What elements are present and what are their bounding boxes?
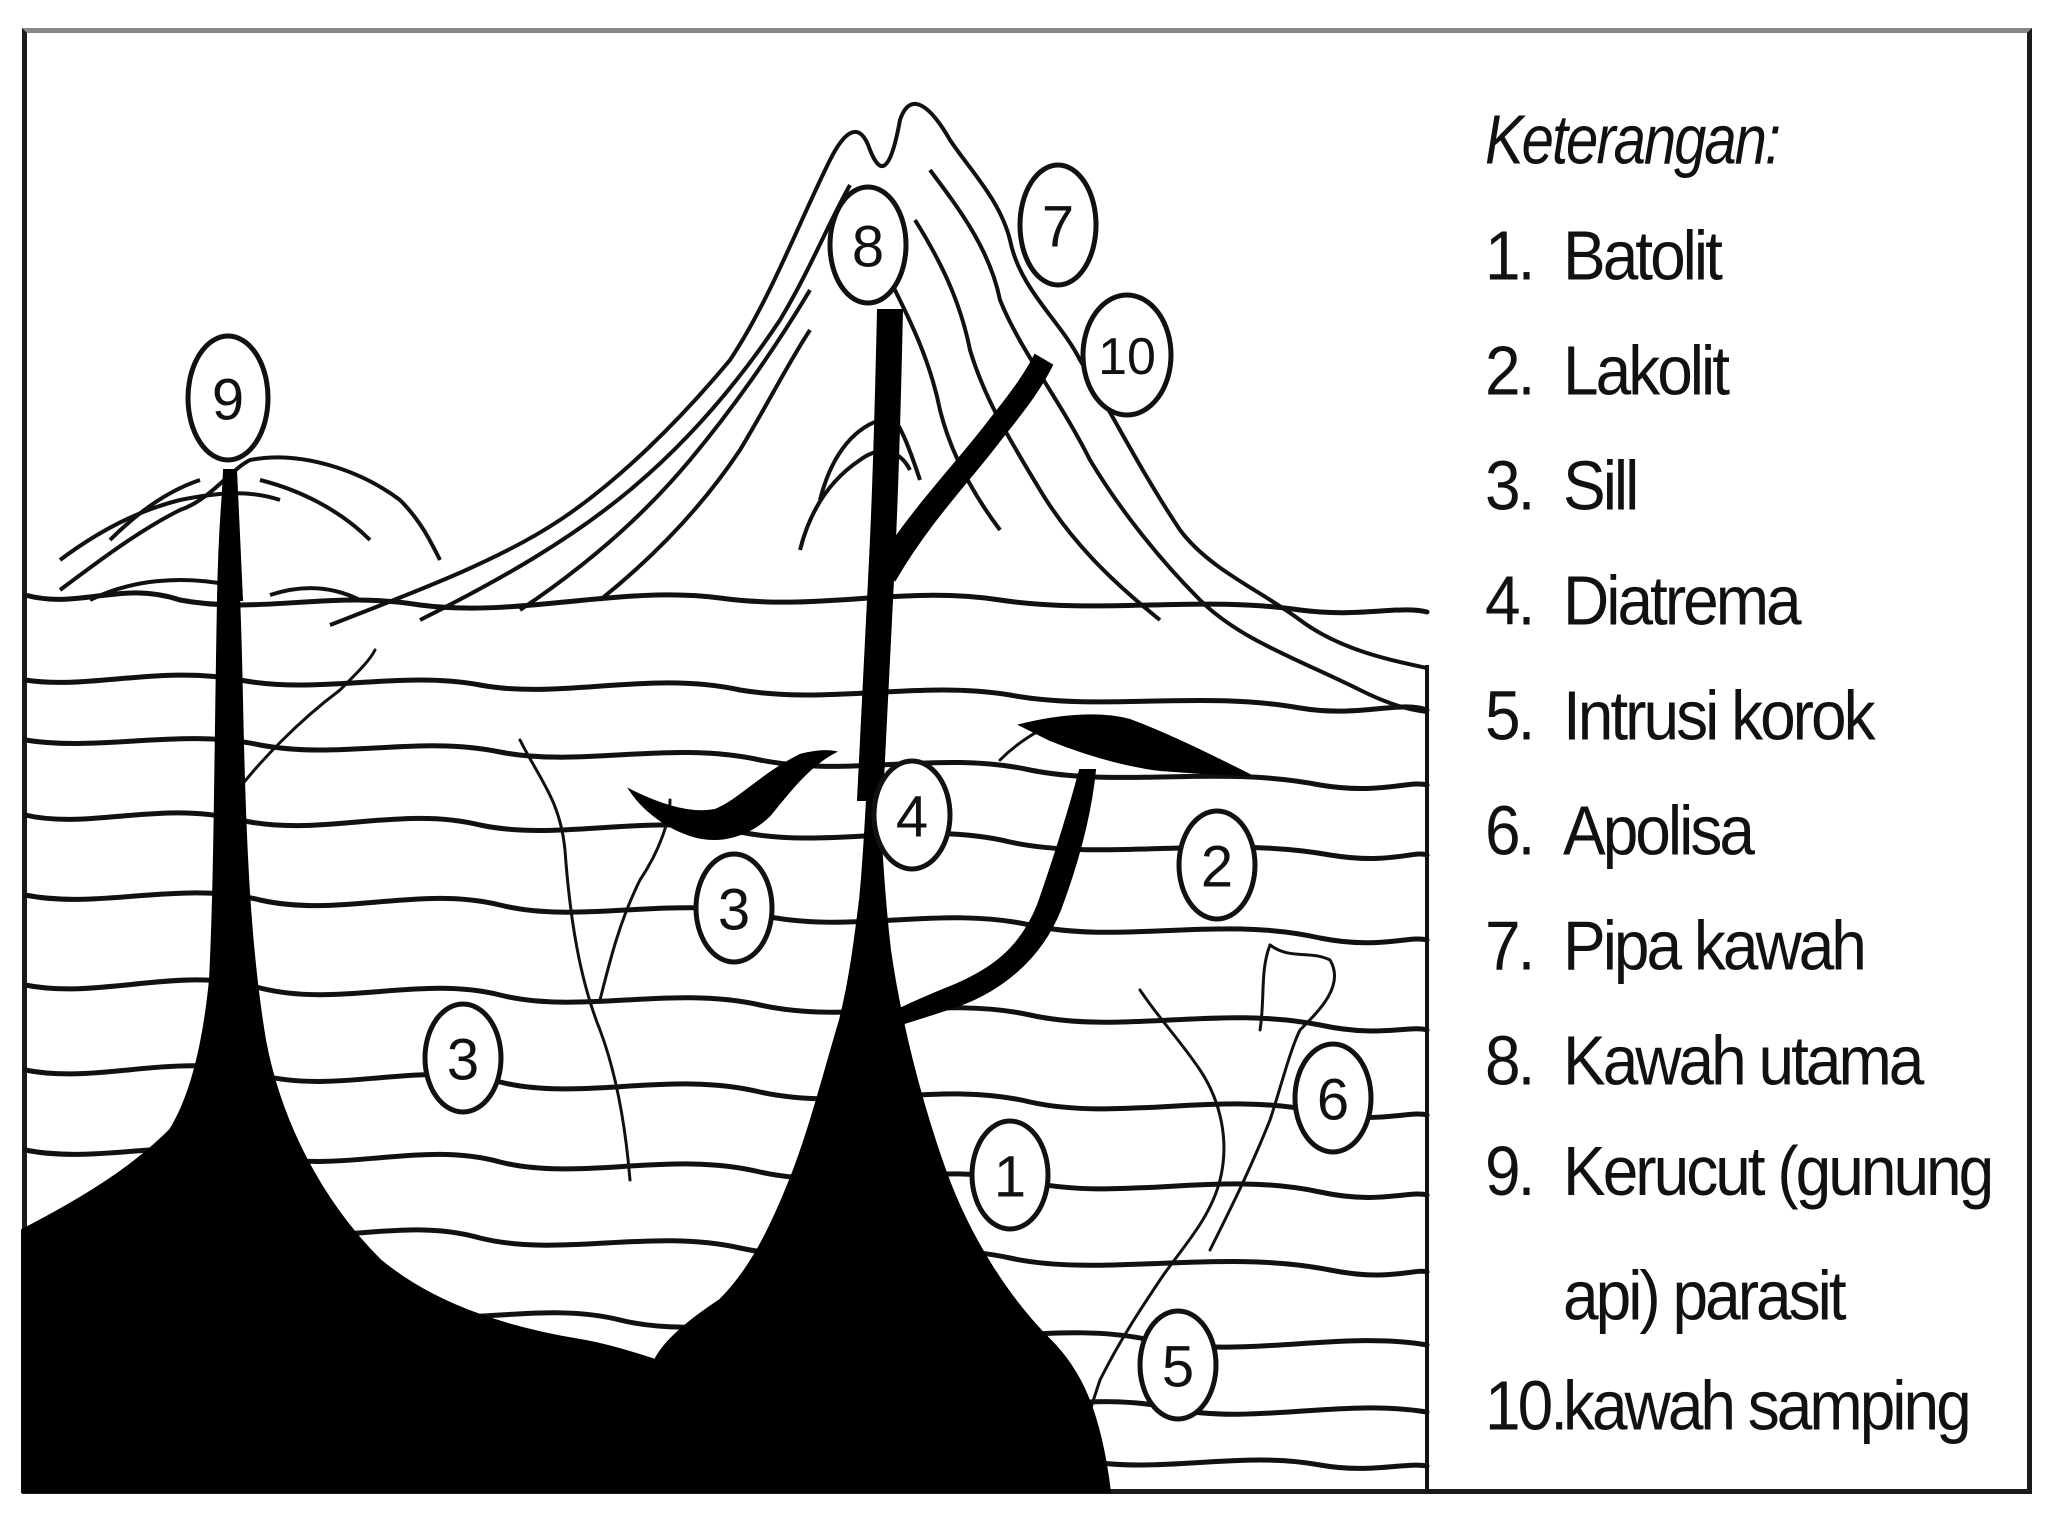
callout-2: 2 — [1176, 808, 1258, 922]
callout-3-upper: 3 — [693, 851, 775, 965]
legend-item-label: Lakolit — [1563, 332, 1730, 410]
magma-bodies — [21, 309, 1251, 1493]
legend-item: 10.kawah samping — [1485, 1344, 2025, 1468]
legend-item: 1. Batolit — [1485, 194, 2025, 318]
callout-10-label: 10 — [1098, 328, 1156, 386]
laccolith — [1017, 714, 1251, 776]
laccolith-feeder — [876, 769, 1097, 1032]
callout-6-label: 6 — [1317, 1068, 1349, 1133]
legend-item-label: Intrusi korok — [1563, 677, 1876, 755]
legend-item-number: 8. — [1485, 1022, 1535, 1100]
legend: Keterangan: 1. Batolit 2. Lakolit 3. Sill 4… — [1485, 100, 2025, 1464]
legend-item-label: Diatrema — [1563, 562, 1802, 640]
callout-3-upper-label: 3 — [718, 878, 750, 943]
parasitic-conduit — [216, 469, 244, 601]
legend-item: 6. Apolisa — [1485, 769, 2025, 893]
legend-item-label: Kawah utama — [1563, 1022, 1924, 1100]
legend-item-number: 5. — [1485, 677, 1535, 755]
callout-10: 10 — [1080, 292, 1174, 418]
legend-item-number: 9. — [1485, 1132, 1535, 1211]
callout-5-label: 5 — [1162, 1335, 1194, 1400]
legend-item-label: Kerucut (gunung api) parasit — [1563, 1132, 1994, 1335]
legend-item: 8. Kawah utama — [1485, 999, 2025, 1123]
parasitic-cone — [58, 455, 442, 602]
callout-3-lower: 3 — [422, 1001, 504, 1115]
legend-item-number: 3. — [1485, 447, 1535, 525]
callout-9-label: 9 — [212, 368, 244, 433]
legend-item: 3. Sill — [1485, 424, 2025, 548]
legend-item-number: 1. — [1485, 217, 1535, 295]
legend-item: 5. Intrusi korok — [1485, 654, 2025, 778]
callout-9: 9 — [185, 333, 271, 463]
legend-list: 1. Batolit 2. Lakolit 3. Sill 4. Diatrema 5.… — [1485, 199, 2025, 1464]
legend-item-label: kawah samping — [1563, 1367, 1972, 1445]
callout-5: 5 — [1137, 1308, 1219, 1422]
legend-item: 9. Kerucut (gunung api) parasit — [1485, 1110, 2025, 1358]
callout-4-label: 4 — [896, 785, 928, 850]
sill-upper — [627, 750, 838, 840]
legend-item-number: 4. — [1485, 562, 1535, 640]
callout-2-label: 2 — [1201, 835, 1233, 900]
batholith — [21, 469, 1112, 1493]
callout-4: 4 — [871, 758, 953, 872]
main-conduit — [856, 309, 904, 801]
callouts: 1 2 3 3 4 5 6 7 — [185, 162, 1374, 1422]
callout-1: 1 — [969, 1118, 1051, 1232]
legend-title: Keterangan: — [1485, 101, 1781, 180]
legend-item-number: 2. — [1485, 332, 1535, 410]
callout-7: 7 — [1017, 162, 1099, 288]
legend-item-number: 6. — [1485, 792, 1535, 870]
callout-3-lower-label: 3 — [447, 1028, 479, 1093]
legend-item-number: 10. — [1485, 1367, 1568, 1445]
callout-8-label: 8 — [852, 215, 884, 280]
callout-7-label: 7 — [1042, 195, 1074, 260]
side-vent — [878, 353, 1054, 582]
legend-item-number: 7. — [1485, 907, 1535, 985]
legend-item: 4. Diatrema — [1485, 539, 2025, 663]
legend-item: 2. Lakolit — [1485, 309, 2025, 433]
callout-1-label: 1 — [994, 1145, 1026, 1210]
legend-item-label: Pipa kawah — [1563, 907, 1867, 985]
legend-item-label: Apolisa — [1563, 792, 1755, 870]
legend-item: 7. Pipa kawah — [1485, 884, 2025, 1008]
callout-6: 6 — [1292, 1041, 1374, 1155]
legend-item-label: Batolit — [1563, 217, 1723, 295]
callout-8: 8 — [827, 184, 909, 306]
legend-item-label: Sill — [1563, 447, 1639, 525]
